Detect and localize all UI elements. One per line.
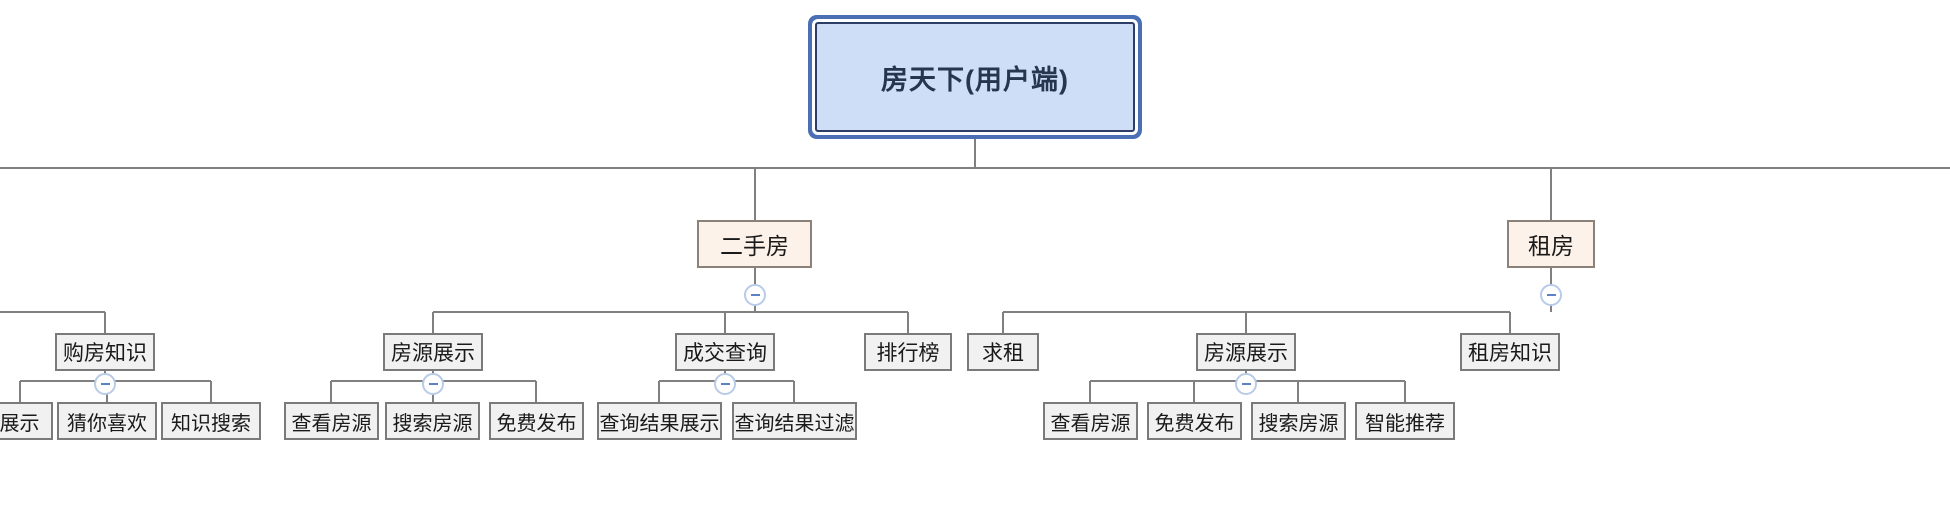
- leaf-zhishi-zhanshi-label: 展示: [0, 412, 40, 435]
- node-paihangbang[interactable]: 排行榜: [864, 333, 952, 371]
- leaf-mianfeifabu-zufang-label: 免费发布: [1154, 412, 1235, 435]
- leaf-sousuofangyuan-zufang[interactable]: 搜索房源: [1251, 402, 1346, 440]
- leaf-chaxunjieguoguolv-label: 查询结果过滤: [734, 412, 855, 435]
- node-chengjiaochaxun[interactable]: 成交查询: [675, 333, 775, 371]
- toggle-chengjiaochaxun[interactable]: [714, 373, 736, 395]
- minus-icon: [100, 383, 110, 385]
- leaf-zhinengtuijian[interactable]: 智能推荐: [1355, 402, 1455, 440]
- node-goufangzhishi-label: 购房知识: [63, 342, 147, 365]
- node-qiuzu-label: 求租: [982, 342, 1024, 365]
- node-fangyuanzhanshi-ershoufang-label: 房源展示: [391, 342, 475, 365]
- leaf-mianfeifabu-zufang[interactable]: 免费发布: [1147, 402, 1242, 440]
- leaf-mianfeifabu-ershoufang-label: 免费发布: [496, 412, 577, 435]
- minus-icon: [1241, 383, 1251, 385]
- node-zufang[interactable]: 租房: [1507, 220, 1595, 268]
- minus-icon: [720, 383, 730, 385]
- node-fangyuanzhanshi-zufang[interactable]: 房源展示: [1196, 333, 1296, 371]
- leaf-chakanfangyuan-zufang-label: 查看房源: [1050, 412, 1131, 435]
- leaf-sousuofangyuan-ershoufang-label: 搜索房源: [392, 412, 473, 435]
- node-fangyuanzhanshi-ershoufang[interactable]: 房源展示: [383, 333, 483, 371]
- node-zufang-label: 租房: [1528, 233, 1574, 259]
- leaf-chakanfangyuan-zufang[interactable]: 查看房源: [1043, 402, 1138, 440]
- minus-icon: [1546, 294, 1556, 296]
- leaf-zhinengtuijian-label: 智能推荐: [1365, 412, 1445, 435]
- leaf-chakanfangyuan-ershoufang[interactable]: 查看房源: [284, 402, 379, 440]
- leaf-sousuofangyuan-ershoufang[interactable]: 搜索房源: [385, 402, 480, 440]
- node-fangyuanzhanshi-zufang-label: 房源展示: [1204, 342, 1288, 365]
- node-ershoufang-label: 二手房: [720, 233, 789, 259]
- leaf-chaxunjieguozhanshi[interactable]: 查询结果展示: [597, 402, 722, 440]
- toggle-zufang[interactable]: [1540, 284, 1562, 306]
- minus-icon: [428, 383, 438, 385]
- leaf-chakanfangyuan-ershoufang-label: 查看房源: [291, 412, 372, 435]
- toggle-fangyuanzhanshi-zufang[interactable]: [1235, 373, 1257, 395]
- node-goufangzhishi[interactable]: 购房知识: [55, 333, 155, 371]
- node-ershoufang[interactable]: 二手房: [697, 220, 812, 268]
- node-chengjiaochaxun-label: 成交查询: [683, 342, 767, 365]
- leaf-zhishisousuo[interactable]: 知识搜索: [161, 402, 261, 440]
- node-zufangzhishi[interactable]: 租房知识: [1460, 333, 1560, 371]
- toggle-ershoufang[interactable]: [744, 284, 766, 306]
- minus-icon: [750, 294, 760, 296]
- leaf-zhishi-zhanshi[interactable]: 展示: [0, 402, 53, 440]
- leaf-zhishisousuo-label: 知识搜索: [171, 412, 251, 435]
- root-node-fangtianxia[interactable]: 房天下(用户端): [815, 22, 1135, 132]
- root-node-label: 房天下(用户端): [881, 64, 1069, 95]
- leaf-cainixihuan-label: 猜你喜欢: [67, 412, 147, 435]
- toggle-goufangzhishi[interactable]: [94, 373, 116, 395]
- leaf-chaxunjieguozhanshi-label: 查询结果展示: [599, 412, 720, 435]
- leaf-cainixihuan[interactable]: 猜你喜欢: [57, 402, 157, 440]
- node-zufangzhishi-label: 租房知识: [1468, 342, 1552, 365]
- node-qiuzu[interactable]: 求租: [967, 333, 1039, 371]
- leaf-chaxunjieguoguolv[interactable]: 查询结果过滤: [732, 402, 857, 440]
- node-paihangbang-label: 排行榜: [876, 342, 940, 365]
- toggle-fangyuanzhanshi-ershoufang[interactable]: [422, 373, 444, 395]
- leaf-sousuofangyuan-zufang-label: 搜索房源: [1258, 412, 1339, 435]
- leaf-mianfeifabu-ershoufang[interactable]: 免费发布: [489, 402, 584, 440]
